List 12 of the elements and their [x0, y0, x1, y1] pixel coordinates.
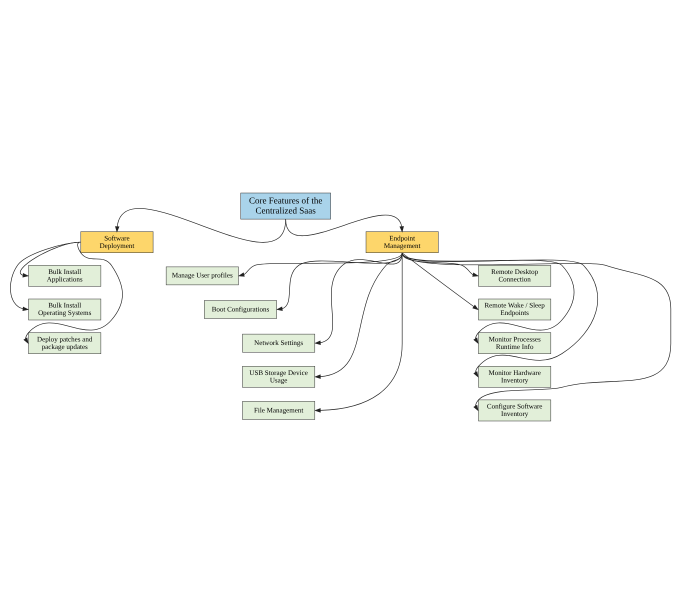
arrow [314, 252, 402, 378]
node-box: Core Features of the Centralized Saas [240, 192, 331, 219]
arrow [23, 241, 123, 344]
arrow [314, 252, 402, 412]
arrow [402, 252, 598, 378]
arrow [402, 252, 479, 310]
arrow [115, 208, 286, 242]
arrow [238, 252, 402, 276]
arrow [10, 241, 81, 311]
arrow [402, 252, 672, 411]
arrow [285, 214, 404, 236]
arrow [402, 252, 574, 344]
